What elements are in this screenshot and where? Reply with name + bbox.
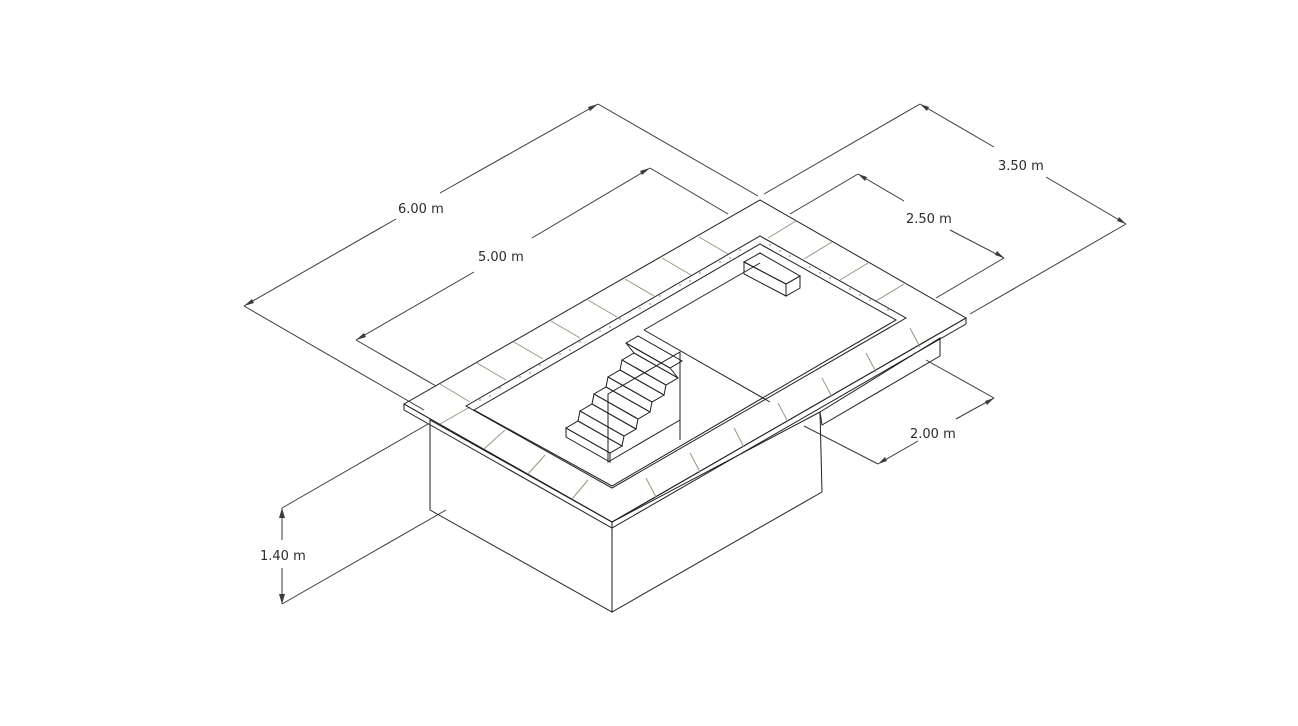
arrow-icon (279, 508, 285, 518)
pool-stairs (564, 335, 684, 463)
mosaic-band (464, 235, 908, 489)
pool-wall-front (429, 419, 613, 613)
step-1-riser (565, 427, 611, 463)
step-3 (592, 386, 652, 420)
arrow-icon (356, 333, 366, 340)
arrow-icon (1117, 217, 1126, 224)
arrow-icon (588, 104, 598, 111)
pool-body (429, 337, 941, 613)
arrow-icon (640, 168, 650, 175)
pool-bench (742, 252, 802, 297)
mosaic-texture (479, 244, 889, 401)
dimension-label-total-width: 3.50 m (998, 159, 1044, 174)
dimension-label-depth: 1.40 m (260, 549, 306, 564)
dimension-label-total-length: 6.00 m (398, 202, 444, 217)
pool-coping (402, 199, 968, 529)
arrow-icon (279, 594, 285, 604)
depth-line-1 (643, 329, 771, 403)
depth-line-2 (643, 262, 761, 331)
arrow-icon (244, 299, 254, 306)
step-4 (606, 369, 666, 403)
dimension-label-inner-length: 5.00 m (478, 250, 524, 265)
water-surface (472, 243, 898, 487)
dimension-inner-width: 2.50 m (789, 173, 1005, 299)
step-5-riser (619, 359, 667, 396)
step-6 (624, 335, 684, 369)
arrow-icon (985, 398, 994, 405)
step-2-riser (577, 410, 625, 447)
bench-front (743, 261, 787, 297)
step-1 (564, 420, 624, 454)
pool-interior (464, 235, 908, 489)
pool-wall-right (611, 411, 823, 613)
bench-top (742, 252, 802, 285)
coping-outer (402, 199, 968, 523)
dimension-total-length: 6.00 m (243, 103, 759, 411)
bench-side (785, 275, 801, 297)
dimension-depth: 1.40 m (260, 423, 447, 605)
coping-edge-right (611, 317, 967, 529)
step-4-riser (605, 376, 653, 413)
arrow-icon (995, 251, 1004, 258)
stairs-side (607, 351, 681, 463)
pool-wall-right-upper (819, 337, 941, 426)
dimension-label-step-section-width: 2.00 m (910, 427, 956, 442)
arrow-icon (858, 174, 867, 181)
arrow-icon (920, 104, 929, 111)
dimension-inner-length: 5.00 m (355, 167, 729, 387)
step-6-riser (625, 342, 679, 379)
dimension-label-inner-width: 2.50 m (906, 212, 952, 227)
arrow-icon (878, 457, 887, 464)
dimension-total-width: 3.50 m (763, 103, 1127, 315)
step-3-riser (591, 393, 639, 430)
dimension-step-section-width: 2.00 m (803, 359, 995, 465)
coping-tile-joints (439, 220, 921, 500)
